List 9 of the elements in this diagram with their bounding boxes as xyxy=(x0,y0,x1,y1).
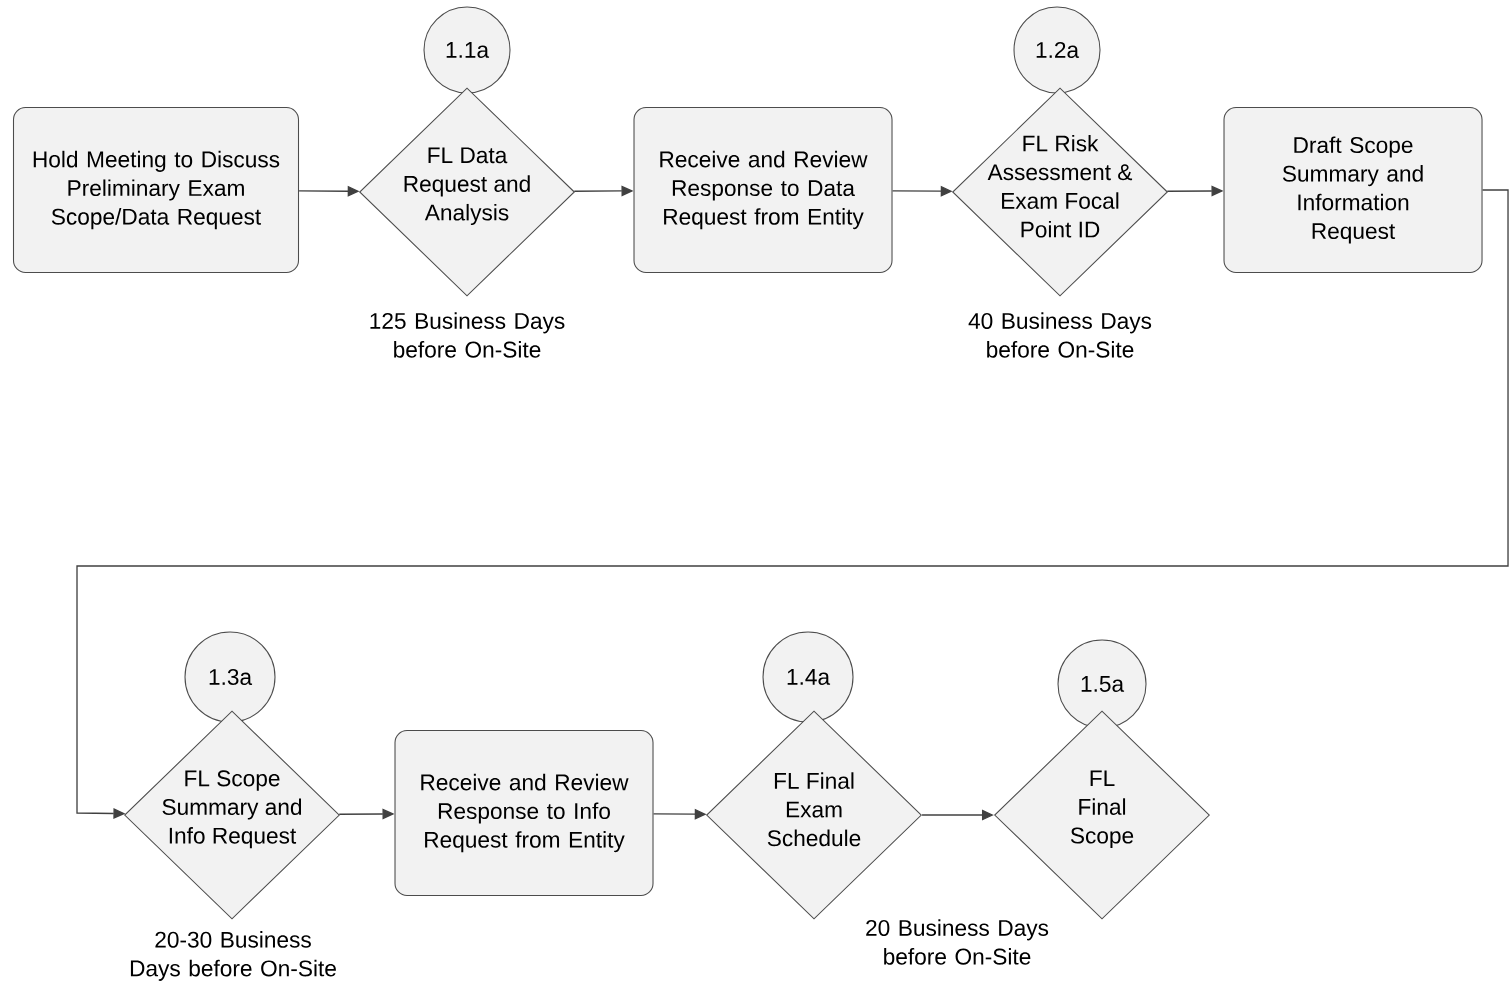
duration-label: 125 Business Days before On-Site xyxy=(370,312,565,358)
process-box: Receive and Review Response to Data Request from Entity xyxy=(633,106,893,274)
process-box: Receive and Review Response to Info Request from Entity xyxy=(394,729,654,897)
duration-label: 20 Business Days before On-Site xyxy=(866,919,1049,965)
process-box: Hold Meeting to Discuss Preliminary Exam Scope/Data Request xyxy=(12,106,300,274)
duration-label: 20-30 Business Days before On-Site xyxy=(130,931,336,981)
process-box: Draft Scope Summary and Information Request xyxy=(1223,106,1483,274)
arrow xyxy=(76,189,1509,819)
duration-label: 40 Business Days before On-Site xyxy=(968,312,1152,358)
